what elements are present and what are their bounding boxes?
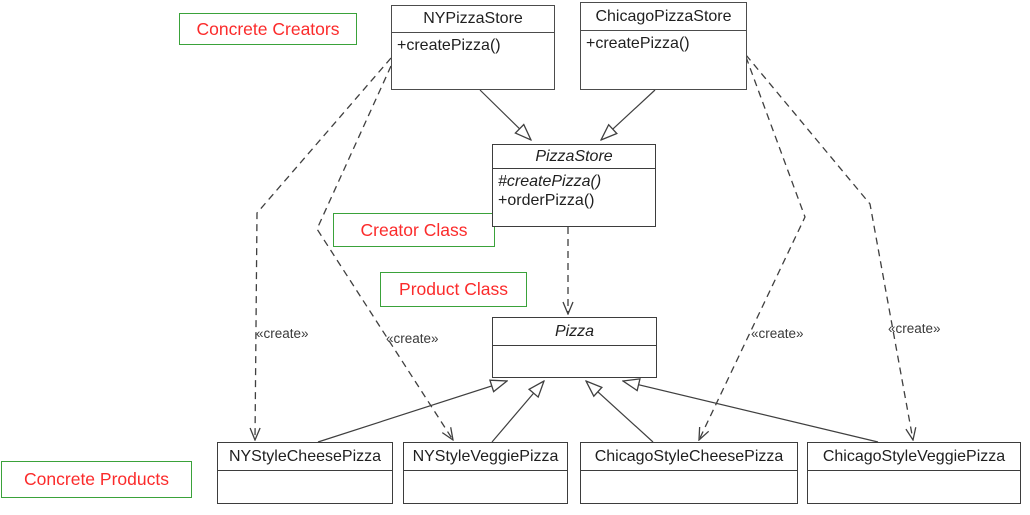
class-chicagostyleveggiepizza: ChicagoStyleVeggiePizza bbox=[807, 442, 1021, 504]
create-dependency-ny-to-nystyleveggiepizza bbox=[316, 65, 453, 440]
class-pizzastore: PizzaStore #createPizza() +orderPizza() bbox=[492, 144, 656, 227]
class-nystyleveggiepizza: NYStyleVeggiePizza bbox=[403, 442, 568, 504]
class-title: ChicagoStyleCheesePizza bbox=[581, 443, 797, 471]
class-method: +createPizza() bbox=[586, 35, 690, 52]
class-title: NYStyleCheesePizza bbox=[218, 443, 392, 471]
create-dependency-chicago-to-chicagostylecheesepizza bbox=[699, 56, 806, 440]
class-chicagostylecheesepizza: ChicagoStyleCheesePizza bbox=[580, 442, 798, 504]
generalization-nystyleveggiepizza-to-pizza bbox=[491, 381, 544, 443]
generalization-chicagopizzastore-to-pizzastore bbox=[601, 89, 656, 140]
concrete-creators-label: Concrete Creators bbox=[179, 13, 357, 45]
create-stereotype-label: «create» bbox=[256, 326, 309, 341]
class-title: NYStyleVeggiePizza bbox=[404, 443, 567, 471]
class-method: +createPizza() bbox=[397, 37, 501, 54]
creator-class-label: Creator Class bbox=[333, 213, 495, 247]
product-class-label: Product Class bbox=[380, 272, 527, 307]
class-nystylecheesepizza: NYStyleCheesePizza bbox=[217, 442, 393, 504]
class-title: ChicagoPizzaStore bbox=[581, 3, 746, 31]
class-title: NYPizzaStore bbox=[392, 6, 554, 33]
class-nypizzastore: NYPizzaStore +createPizza() bbox=[391, 5, 555, 90]
generalization-chicagostylecheesepizza-to-pizza bbox=[586, 381, 654, 443]
generalization-chicagostyleveggiepizza-to-pizza bbox=[623, 381, 879, 443]
create-stereotype-label: «create» bbox=[386, 331, 439, 346]
generalization-nypizzastore-to-pizzastore bbox=[479, 89, 531, 140]
create-stereotype-label: «create» bbox=[751, 326, 804, 341]
class-pizza: Pizza bbox=[492, 317, 657, 378]
create-stereotype-label: «create» bbox=[888, 321, 941, 336]
concrete-products-label: Concrete Products bbox=[1, 461, 192, 498]
class-title: ChicagoStyleVeggiePizza bbox=[808, 443, 1020, 471]
class-method: #createPizza() bbox=[498, 173, 602, 190]
class-title: Pizza bbox=[493, 318, 656, 346]
class-chicagopizzastore: ChicagoPizzaStore +createPizza() bbox=[580, 2, 747, 90]
class-method: +orderPizza() bbox=[498, 192, 595, 209]
create-dependency-ny-to-nystylecheesepizza bbox=[255, 57, 392, 440]
generalization-nystylecheesepizza-to-pizza bbox=[317, 381, 507, 443]
create-dependency-chicago-to-chicagostyleveggiepizza bbox=[745, 54, 913, 440]
class-title: PizzaStore bbox=[493, 145, 655, 169]
